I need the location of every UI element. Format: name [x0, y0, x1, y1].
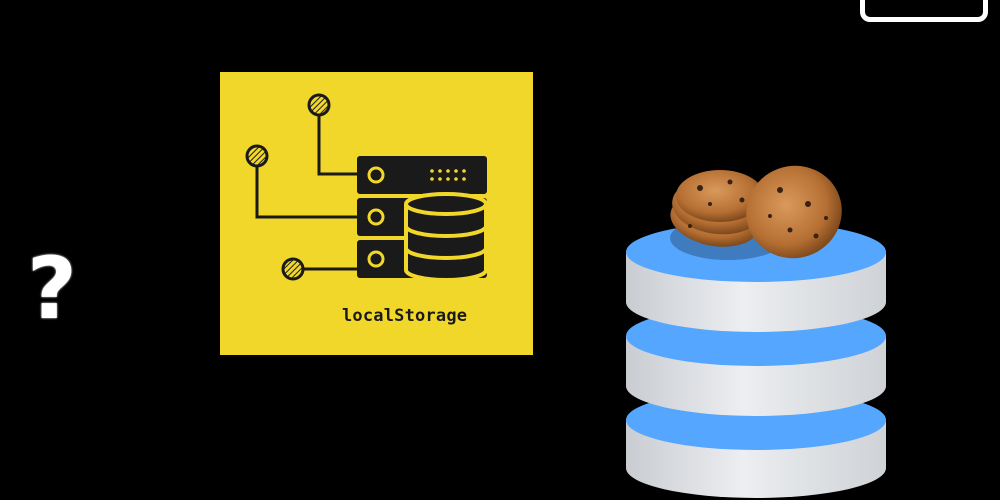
- database-cylinder: [404, 192, 488, 282]
- localstorage-label: localStorage: [342, 306, 468, 326]
- cookie-stack: [670, 165, 842, 260]
- node-circle-top: [307, 93, 331, 117]
- node-circle-left: [245, 144, 269, 168]
- localstorage-panel: localStorage: [220, 72, 533, 355]
- corner-outline-button[interactable]: [860, 0, 988, 22]
- server-database-icon: [245, 93, 488, 282]
- database-with-cookies-icon: [626, 165, 886, 498]
- node-circle-bottom: [281, 257, 305, 281]
- question-mark: ?: [27, 239, 77, 339]
